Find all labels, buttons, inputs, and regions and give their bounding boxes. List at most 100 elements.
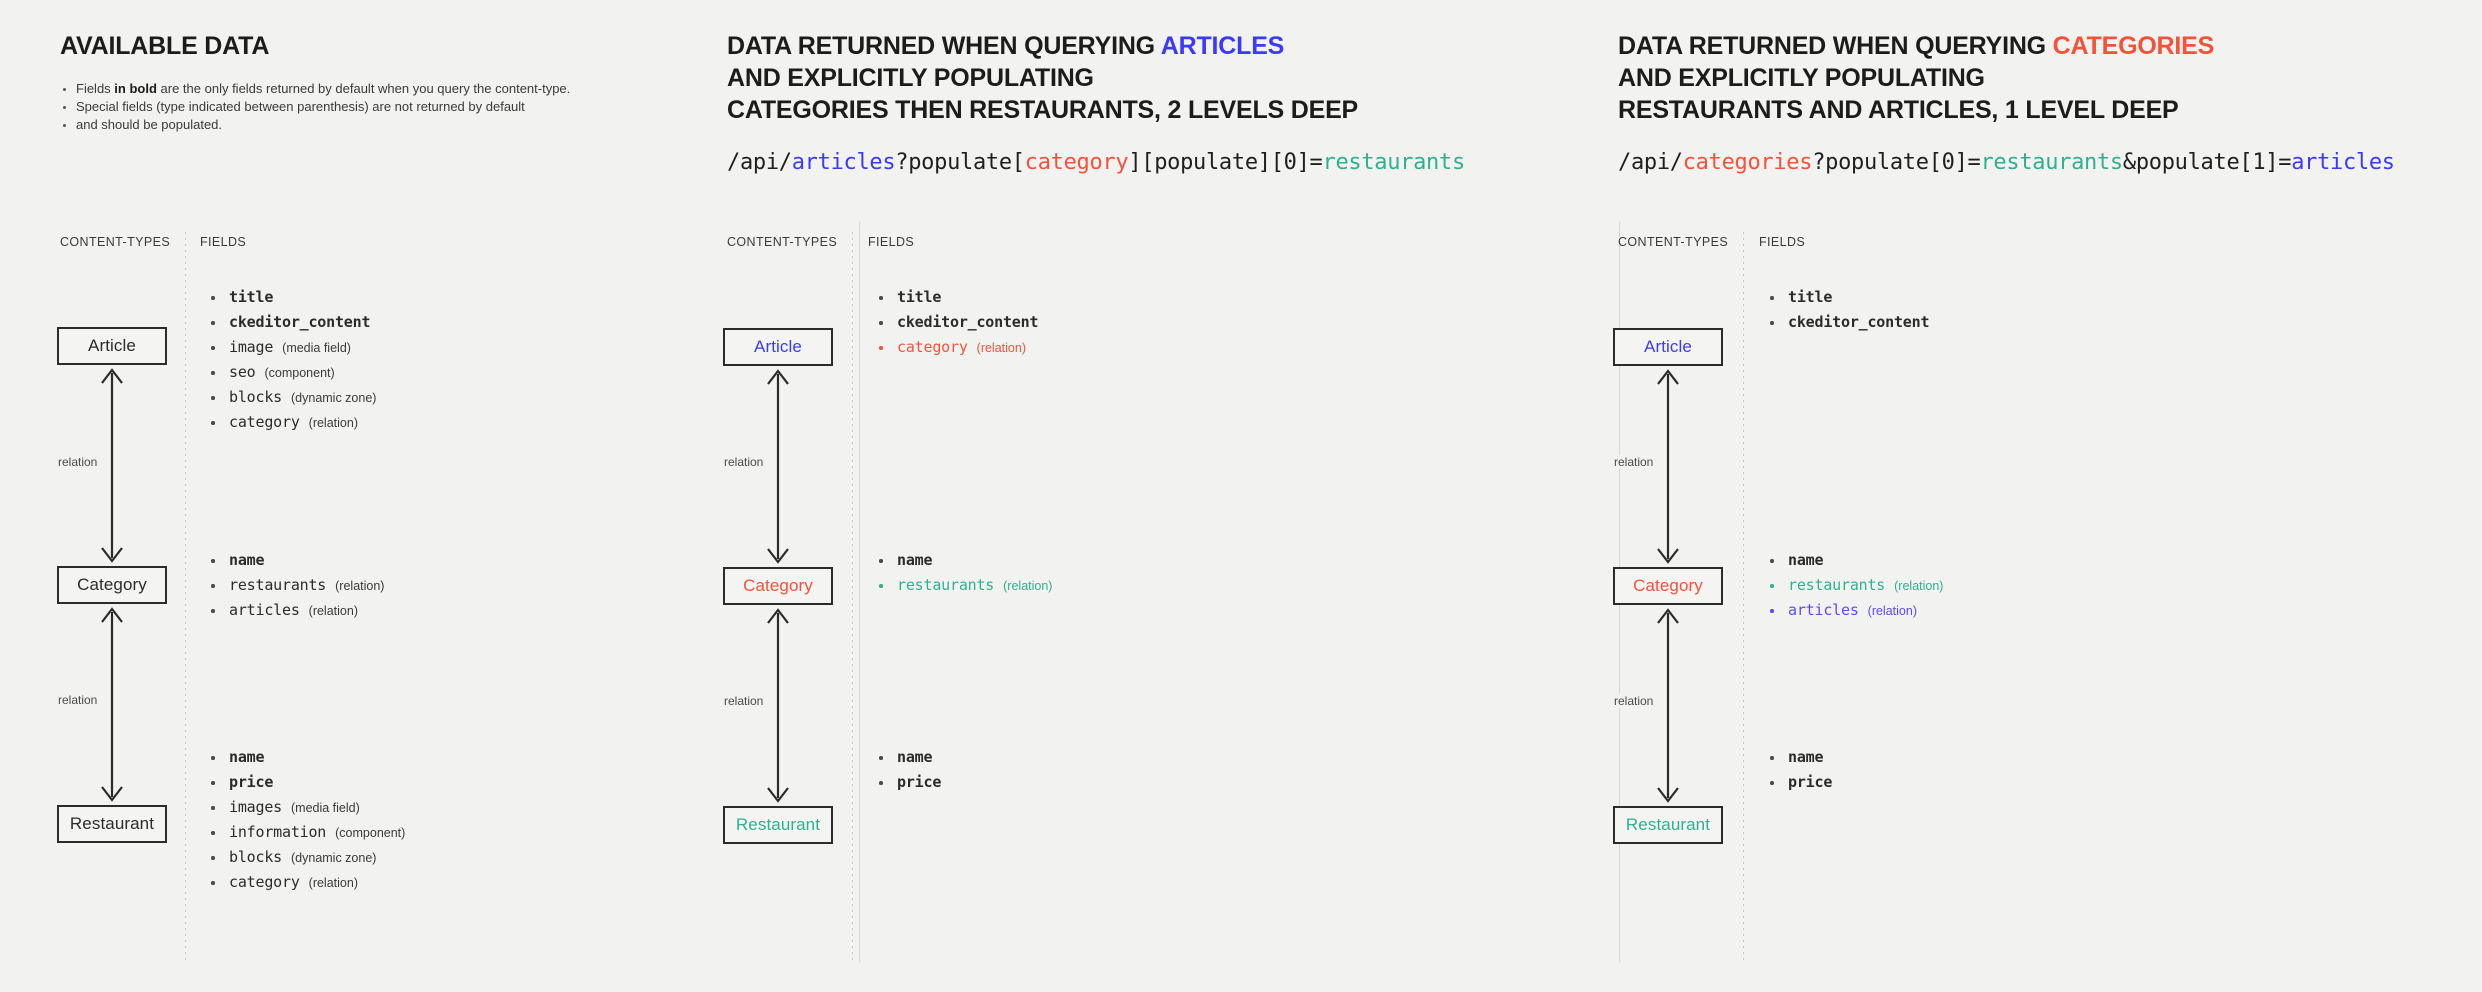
legend-notes: Fields in bold are the only fields retur… <box>60 80 850 134</box>
page-title: AVAILABLE DATA <box>60 32 270 60</box>
field-row: ckeditor_content <box>873 310 1038 335</box>
node-category[interactable]: Category <box>57 566 167 604</box>
api-seg: /api/ <box>1618 150 1683 175</box>
title-accent-articles: ARTICLES <box>1160 32 1285 60</box>
relation-arrow-category-restaurant <box>92 604 132 805</box>
legend-note-1: Fields in bold are the only fields retur… <box>60 80 850 98</box>
panel-query-categories: DATA RETURNED WHEN QUERYING CATEGORIES A… <box>1611 0 2482 992</box>
field-row: price <box>873 770 941 795</box>
node-article[interactable]: Article <box>723 328 833 366</box>
panel-3-title-line-3: RESTAURANTS AND ARTICLES, 1 LEVEL DEEP <box>1618 96 2179 124</box>
relation-arrow-article-category <box>758 366 798 567</box>
title-text-prefix: DATA RETURNED WHEN QUERYING <box>727 32 1161 60</box>
panel-3-title-line-1: DATA RETURNED WHEN QUERYING CATEGORIES <box>1618 30 2482 62</box>
column-divider-dotted <box>185 232 186 962</box>
node-article[interactable]: Article <box>57 327 167 365</box>
panel-3-header: DATA RETURNED WHEN QUERYING CATEGORIES A… <box>1618 30 2482 178</box>
fields-category: name restaurants(relation) articles(rela… <box>205 548 384 623</box>
field-row: restaurants(relation) <box>873 573 1052 598</box>
api-seg-category: category <box>1024 150 1129 175</box>
panel-separator-1 <box>859 222 860 962</box>
relation-label-2: relation <box>55 693 101 707</box>
field-row: name <box>1764 745 1832 770</box>
fields-article: title ckeditor_content <box>1764 285 1929 335</box>
field-row: restaurants(relation) <box>205 573 384 598</box>
fields-category: name restaurants(relation) <box>873 548 1052 598</box>
column-header-fields: FIELDS <box>1759 235 1806 249</box>
relation-arrow-article-category <box>1648 366 1688 567</box>
node-category[interactable]: Category <box>723 567 833 605</box>
column-divider-dotted <box>852 232 853 962</box>
api-seg: ][populate][0]= <box>1128 150 1323 175</box>
fields-restaurant: name price <box>873 745 941 795</box>
field-row: title <box>873 285 1038 310</box>
relation-label-2: relation <box>721 694 767 708</box>
api-seg: ?populate[ <box>895 150 1025 175</box>
field-row: image(media field) <box>205 335 376 360</box>
api-seg-categories: categories <box>1682 150 1813 175</box>
column-header-fields: FIELDS <box>868 235 915 249</box>
field-row: seo(component) <box>205 360 376 385</box>
relation-label-1: relation <box>55 455 101 469</box>
field-row: articles(relation) <box>205 598 384 623</box>
fields-restaurant: name price <box>1764 745 1832 795</box>
api-seg-articles: articles <box>2291 150 2395 175</box>
column-header-content-types: CONTENT-TYPES <box>60 235 171 249</box>
column-header-content-types: CONTENT-TYPES <box>1618 235 1729 249</box>
panel-3-title-line-2: AND EXPLICITLY POPULATING <box>1618 64 1985 92</box>
api-seg: &populate[1]= <box>2122 150 2292 175</box>
column-header-fields: FIELDS <box>200 235 247 249</box>
api-seg-restaurants: restaurants <box>1322 150 1466 175</box>
relation-label-1: relation <box>721 455 767 469</box>
column-header-content-types: CONTENT-TYPES <box>727 235 838 249</box>
field-row: category(relation) <box>873 335 1038 360</box>
node-restaurant[interactable]: Restaurant <box>57 805 167 843</box>
relation-arrow-category-restaurant <box>758 605 798 806</box>
fields-category: name restaurants(relation) articles(rela… <box>1764 548 1943 623</box>
panel-2-title-line-1: DATA RETURNED WHEN QUERYING ARTICLES <box>727 30 1627 62</box>
field-row: price <box>205 770 405 795</box>
api-path-categories: /api/categories?populate[0]=restaurants&… <box>1618 148 2482 178</box>
field-row: name <box>205 745 405 770</box>
fields-restaurant: name price images(media field) informati… <box>205 745 405 895</box>
api-seg: ?populate[0]= <box>1812 150 1981 175</box>
field-row: images(media field) <box>205 795 405 820</box>
field-row: ckeditor_content <box>205 310 376 335</box>
field-row: name <box>873 548 1052 573</box>
api-seg-restaurants: restaurants <box>1980 150 2123 175</box>
api-path-articles: /api/articles?populate[category][populat… <box>727 148 1627 178</box>
legend-note-2: Special fields (type indicated between p… <box>60 98 850 116</box>
relation-arrow-article-category <box>92 365 132 566</box>
node-restaurant[interactable]: Restaurant <box>1613 806 1723 844</box>
panel-query-articles: DATA RETURNED WHEN QUERYING ARTICLES AND… <box>721 0 1620 992</box>
column-divider-dotted <box>1743 232 1744 962</box>
panel-1-header: AVAILABLE DATA Fields in bold are the on… <box>60 30 850 134</box>
panel-2-title-line-3: CATEGORIES THEN RESTAURANTS, 2 LEVELS DE… <box>727 96 1359 124</box>
panel-2-title-line-2: AND EXPLICITLY POPULATING <box>727 64 1094 92</box>
relation-arrow-category-restaurant <box>1648 605 1688 806</box>
node-article[interactable]: Article <box>1613 328 1723 366</box>
field-row: title <box>205 285 376 310</box>
field-row: name <box>1764 548 1943 573</box>
title-accent-categories: CATEGORIES <box>2052 32 2215 60</box>
field-row: articles(relation) <box>1764 598 1943 623</box>
relation-label-1: relation <box>1611 455 1657 469</box>
field-row: category(relation) <box>205 870 405 895</box>
field-row: restaurants(relation) <box>1764 573 1943 598</box>
fields-article: title ckeditor_content image(media field… <box>205 285 376 435</box>
api-seg-articles: articles <box>791 150 896 175</box>
relation-label-2: relation <box>1611 694 1657 708</box>
field-row: blocks(dynamic zone) <box>205 845 405 870</box>
api-seg: /api/ <box>727 150 792 175</box>
field-row: name <box>205 548 384 573</box>
field-row: blocks(dynamic zone) <box>205 385 376 410</box>
field-row: price <box>1764 770 1832 795</box>
panel-available-data: AVAILABLE DATA Fields in bold are the on… <box>0 0 860 992</box>
field-row: information(component) <box>205 820 405 845</box>
fields-article: title ckeditor_content category(relation… <box>873 285 1038 360</box>
panel-2-header: DATA RETURNED WHEN QUERYING ARTICLES AND… <box>727 30 1627 178</box>
title-text-prefix: DATA RETURNED WHEN QUERYING <box>1618 32 2053 60</box>
field-row: name <box>873 745 941 770</box>
node-category[interactable]: Category <box>1613 567 1723 605</box>
node-restaurant[interactable]: Restaurant <box>723 806 833 844</box>
